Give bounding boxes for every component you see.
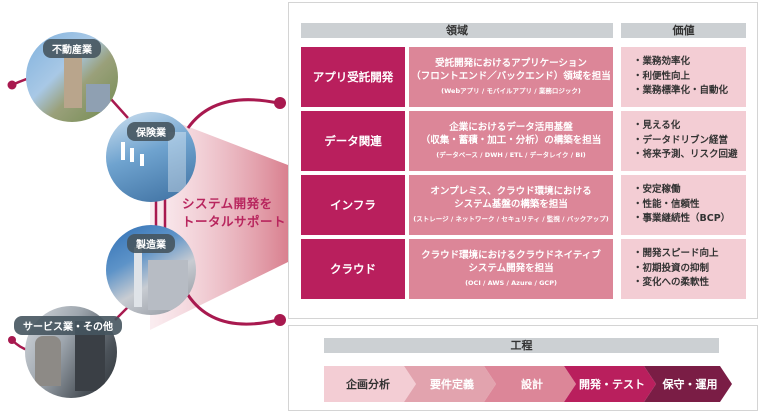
- desc-sub: (ストレージ / ネットワーク / セキュリティ / 監視 / バックアップ): [413, 215, 609, 223]
- chevron-arrows: [324, 366, 732, 402]
- matrix-row-cloud: クラウド クラウド環境におけるクラウドネイティブ システム開発を担当 (OCI …: [301, 239, 746, 299]
- value-item: ・業務効率化: [633, 56, 691, 67]
- factory-icon: [134, 247, 142, 307]
- tagline-line1: システム開発を: [182, 196, 273, 211]
- description-cell: 企業におけるデータ活用基盤 （収集・蓄積・加工・分析）の構築を担当 (データベー…: [409, 111, 613, 171]
- industry-label-real-estate: 不動産業: [43, 39, 101, 58]
- connector-dot-icon: [274, 97, 286, 109]
- person-icon: [35, 336, 61, 386]
- industries-illustration: 不動産業 保険業 製造業 サービス業・その他 システム開発を トータルサポート: [0, 0, 300, 415]
- process-step-dev-test: 開発・テスト: [579, 378, 645, 391]
- desc-line: 企業におけるデータ活用基盤: [449, 122, 573, 133]
- tagline-line2: トータルサポート: [182, 214, 287, 229]
- connector-dot-icon: [274, 314, 286, 326]
- connector-dot-icon: [7, 80, 17, 90]
- connector-dot-icon: [8, 336, 16, 344]
- desc-sub: (OCI / AWS / Azure / GCP): [465, 279, 557, 287]
- value-item: ・データドリブン経営: [633, 134, 729, 146]
- value-cell: ・開発スピード向上 ・初期投資の抑制 ・変化への柔軟性: [621, 239, 746, 299]
- desc-line: 受託開発におけるアプリケーション: [435, 58, 587, 69]
- desc-sub: (Webアプリ / モバイルアプリ / 業務ロジック): [441, 87, 581, 95]
- header-value: 価値: [621, 23, 746, 38]
- category-cell: データ関連: [301, 111, 405, 171]
- service-matrix-panel: 領域 価値 アプリ受託開発 受託開発におけるアプリケーション （フロントエンド／…: [288, 2, 758, 319]
- process-step-requirements: 要件定義: [430, 378, 474, 391]
- value-item: ・将来予測、リスク回避: [633, 149, 738, 160]
- desc-line: システム開発を担当: [468, 263, 554, 274]
- desc-line: オンプレミス、クラウド環境における: [430, 186, 592, 197]
- value-item: ・開発スピード向上: [633, 248, 719, 259]
- industry-label-manufacturing: 製造業: [127, 234, 175, 253]
- process-flow: 企画分析 要件定義 設計 開発・テスト 保守・運用: [324, 366, 732, 402]
- process-step-maintenance: 保守・運用: [662, 378, 718, 391]
- process-step-design: 設計: [521, 378, 543, 391]
- matrix-row-app: アプリ受託開発 受託開発におけるアプリケーション （フロントエンド／バックエンド…: [301, 47, 746, 107]
- desc-line: システム基盤の構築を担当: [454, 199, 568, 210]
- matrix-row-infra: インフラ オンプレミス、クラウド環境における システム基盤の構築を担当 (ストレ…: [301, 175, 746, 235]
- value-item: ・変化への柔軟性: [633, 277, 710, 288]
- value-item: ・業務標準化・自動化: [633, 85, 729, 96]
- value-cell: ・業務効率化 ・利便性向上 ・業務標準化・自動化: [621, 47, 746, 107]
- category-cell: クラウド: [301, 239, 405, 299]
- category-cell: インフラ: [301, 175, 405, 235]
- value-item: ・利便性向上: [633, 70, 691, 82]
- value-item: ・初期投資の抑制: [633, 262, 710, 274]
- matrix-row-data: データ関連 企業におけるデータ活用基盤 （収集・蓄積・加工・分析）の構築を担当 …: [301, 111, 746, 171]
- value-item: ・安定稼働: [633, 184, 681, 195]
- industry-label-insurance: 保険業: [127, 122, 175, 141]
- header-process: 工程: [324, 338, 719, 353]
- description-cell: オンプレミス、クラウド環境における システム基盤の構築を担当 (ストレージ / …: [409, 175, 613, 235]
- desc-line: （収集・蓄積・加工・分析）の構築を担当: [420, 135, 602, 146]
- description-cell: 受託開発におけるアプリケーション （フロントエンド／バックエンド）領域を担当 (…: [409, 47, 613, 107]
- desc-line: クラウド環境におけるクラウドネイティブ: [421, 250, 601, 261]
- header-domain: 領域: [301, 23, 613, 38]
- industry-label-services: サービス業・その他: [14, 316, 122, 335]
- category-cell: アプリ受託開発: [301, 47, 405, 107]
- description-cell: クラウド環境におけるクラウドネイティブ システム開発を担当 (OCI / AWS…: [409, 239, 613, 299]
- desc-sub: (データベース / DWH / ETL / データレイク / BI): [436, 151, 586, 159]
- value-item: ・性能・信頼性: [633, 198, 700, 210]
- value-cell: ・安定稼働 ・性能・信頼性 ・事業継続性（BCP）: [621, 175, 746, 235]
- process-step-planning: 企画分析: [346, 378, 390, 391]
- tagline: システム開発を トータルサポート: [182, 195, 286, 231]
- value-item: ・見える化: [633, 120, 681, 131]
- value-item: ・事業継続性（BCP）: [633, 213, 731, 224]
- value-cell: ・見える化 ・データドリブン経営 ・将来予測、リスク回避: [621, 111, 746, 171]
- desc-line: （フロントエンド／バックエンド）領域を担当: [411, 71, 611, 82]
- building-icon: [64, 50, 82, 108]
- process-panel: 工程 企画分析 要件定義 設計 開発・テスト 保守・運用: [288, 325, 758, 411]
